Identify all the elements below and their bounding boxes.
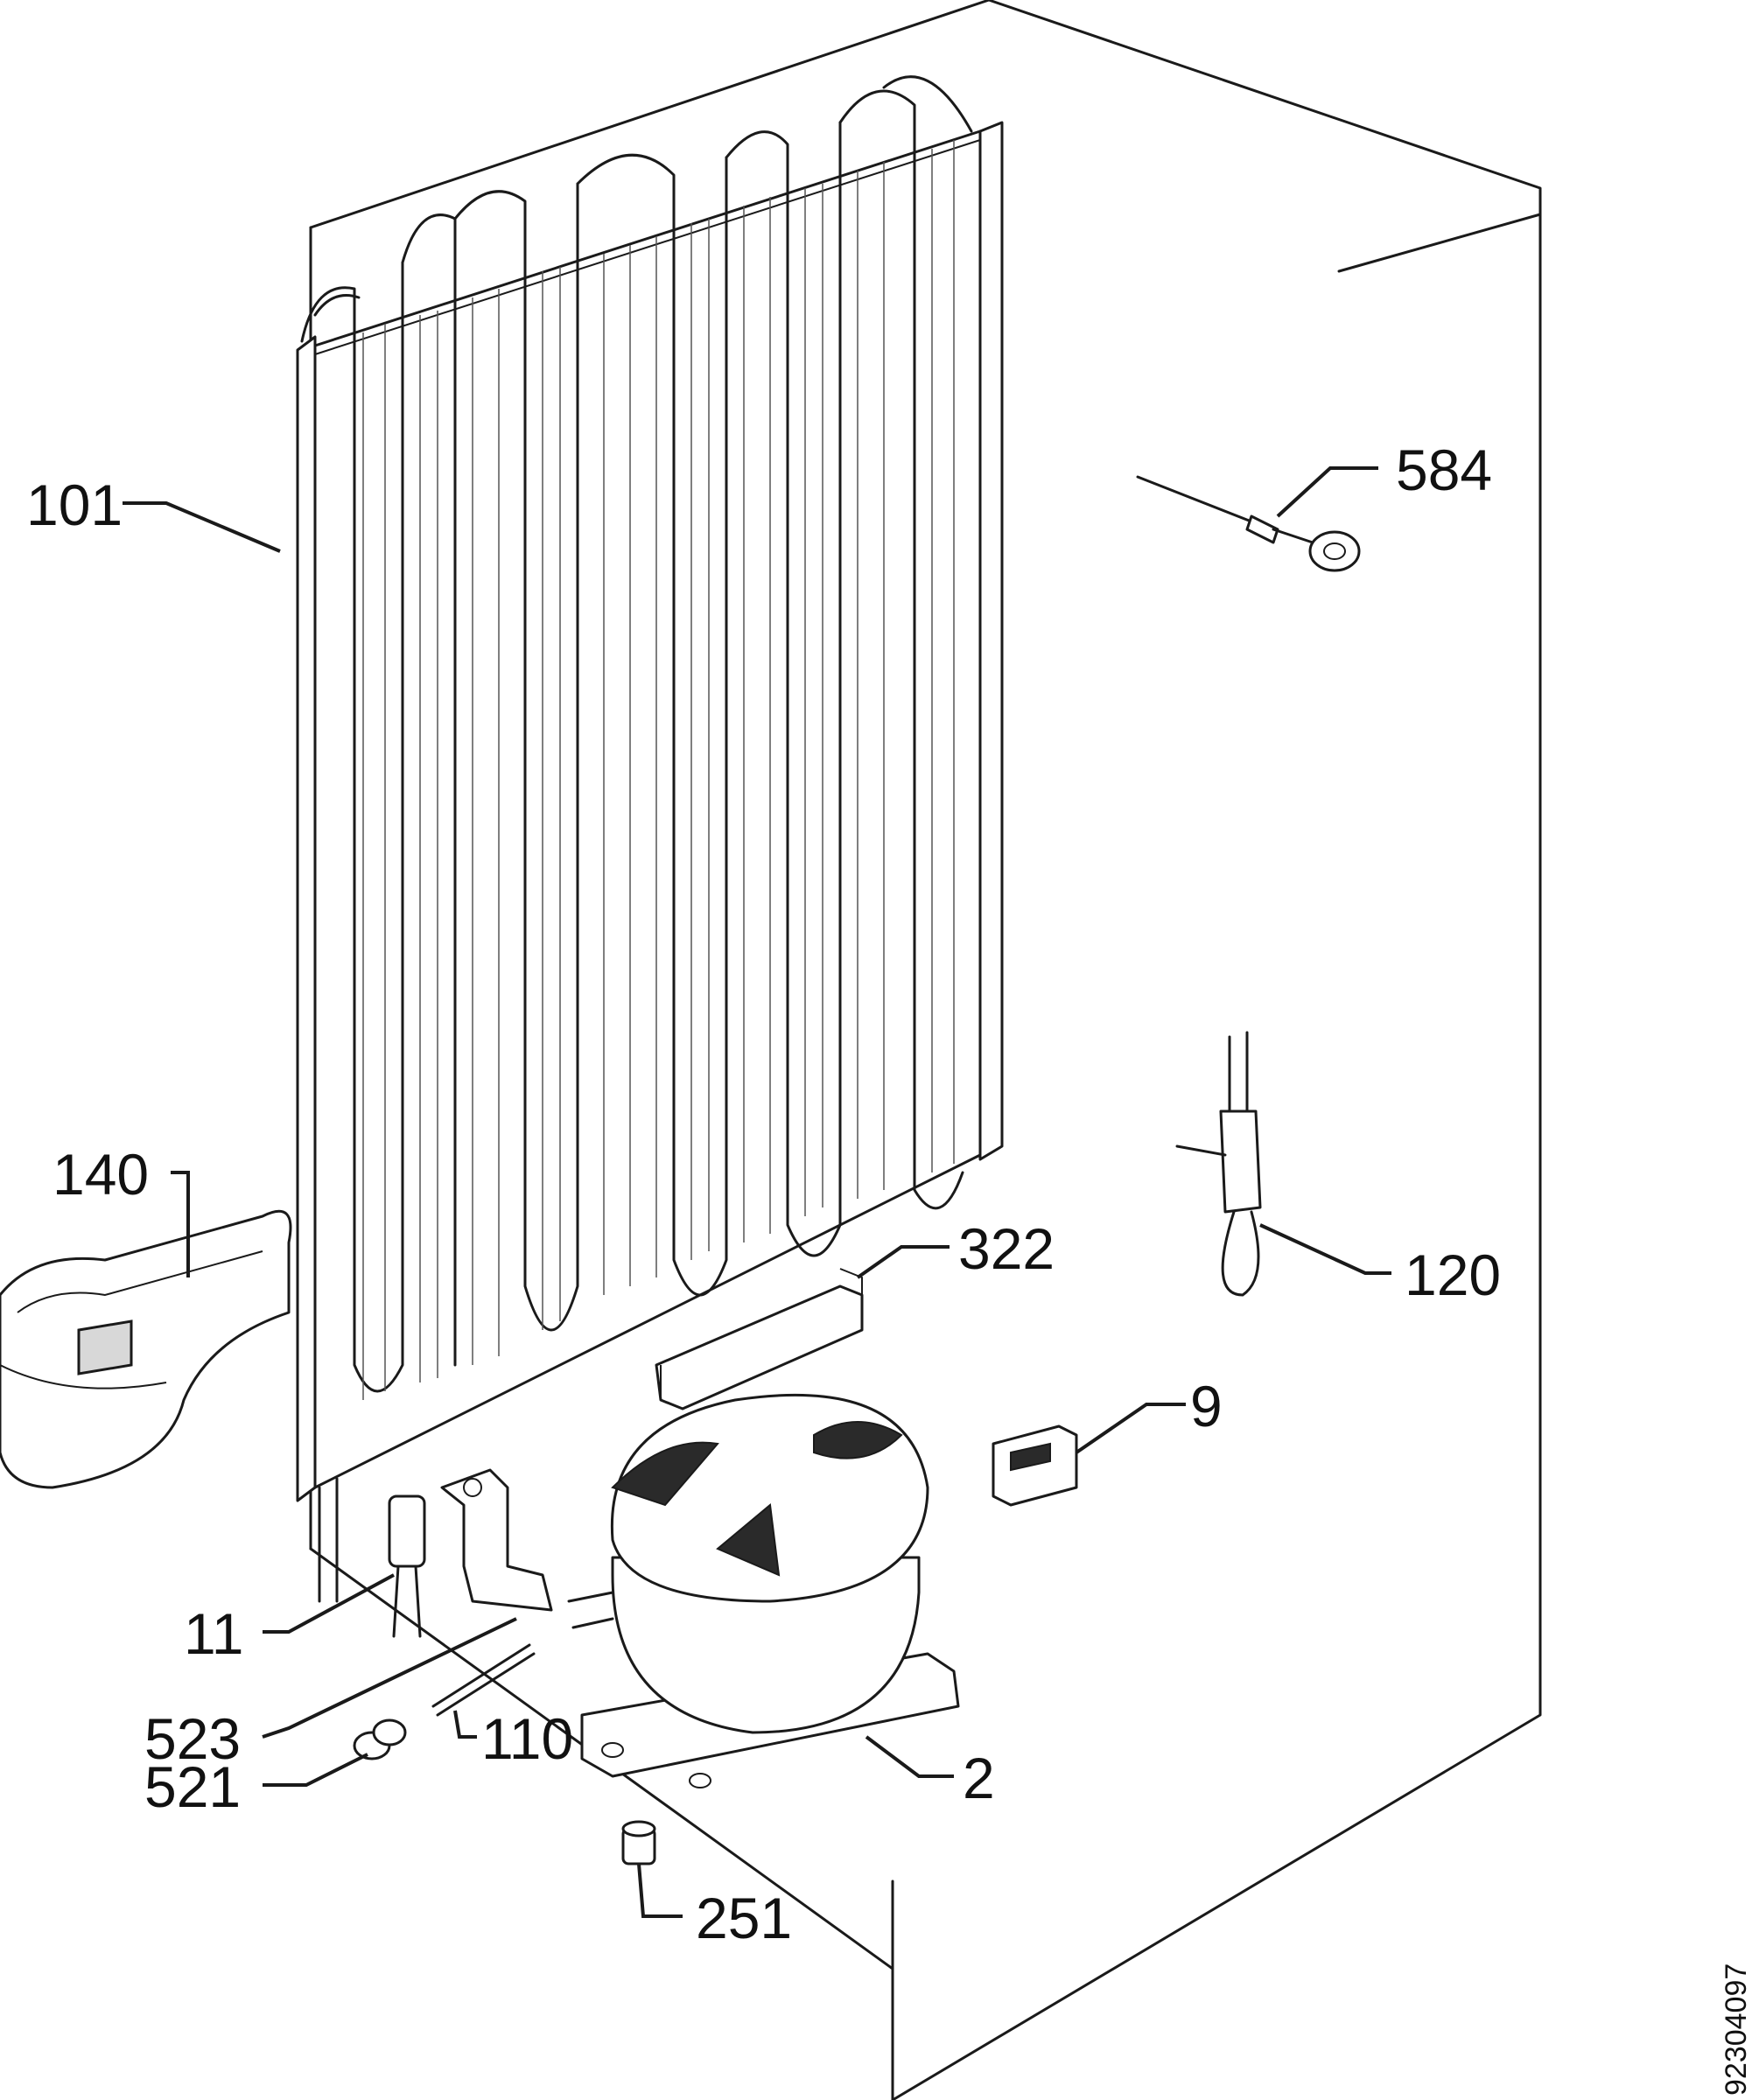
label-584: 584 xyxy=(1396,438,1492,502)
thermostat-sensor xyxy=(1175,1031,1262,1297)
grommet xyxy=(353,1718,407,1760)
label-101: 101 xyxy=(26,472,123,537)
label-140: 140 xyxy=(53,1142,149,1207)
label-2: 2 xyxy=(963,1746,995,1810)
label-11: 11 xyxy=(184,1601,244,1666)
drip-tray xyxy=(0,1209,292,1489)
bracket xyxy=(655,1268,864,1410)
tube xyxy=(431,1643,536,1717)
drawing-code: 92304097 xyxy=(1720,1964,1752,2096)
condenser xyxy=(296,75,1004,1603)
relay xyxy=(992,1424,1078,1507)
foot-grommet xyxy=(621,1820,656,1866)
label-523: 523 xyxy=(144,1706,241,1771)
label-9: 9 xyxy=(1190,1374,1223,1438)
condenser-tubes xyxy=(300,75,973,1393)
condenser-fins xyxy=(362,140,955,1400)
capacitor xyxy=(388,1494,426,1638)
compressor xyxy=(567,1393,960,1788)
leader-lines xyxy=(123,466,1391,1918)
clamp xyxy=(440,1468,553,1612)
label-110: 110 xyxy=(481,1706,573,1771)
label-521: 521 xyxy=(144,1754,241,1819)
label-120: 120 xyxy=(1405,1242,1501,1307)
sensor-probe xyxy=(1136,475,1361,572)
label-251: 251 xyxy=(696,1886,792,1950)
label-322: 322 xyxy=(958,1216,1055,1281)
